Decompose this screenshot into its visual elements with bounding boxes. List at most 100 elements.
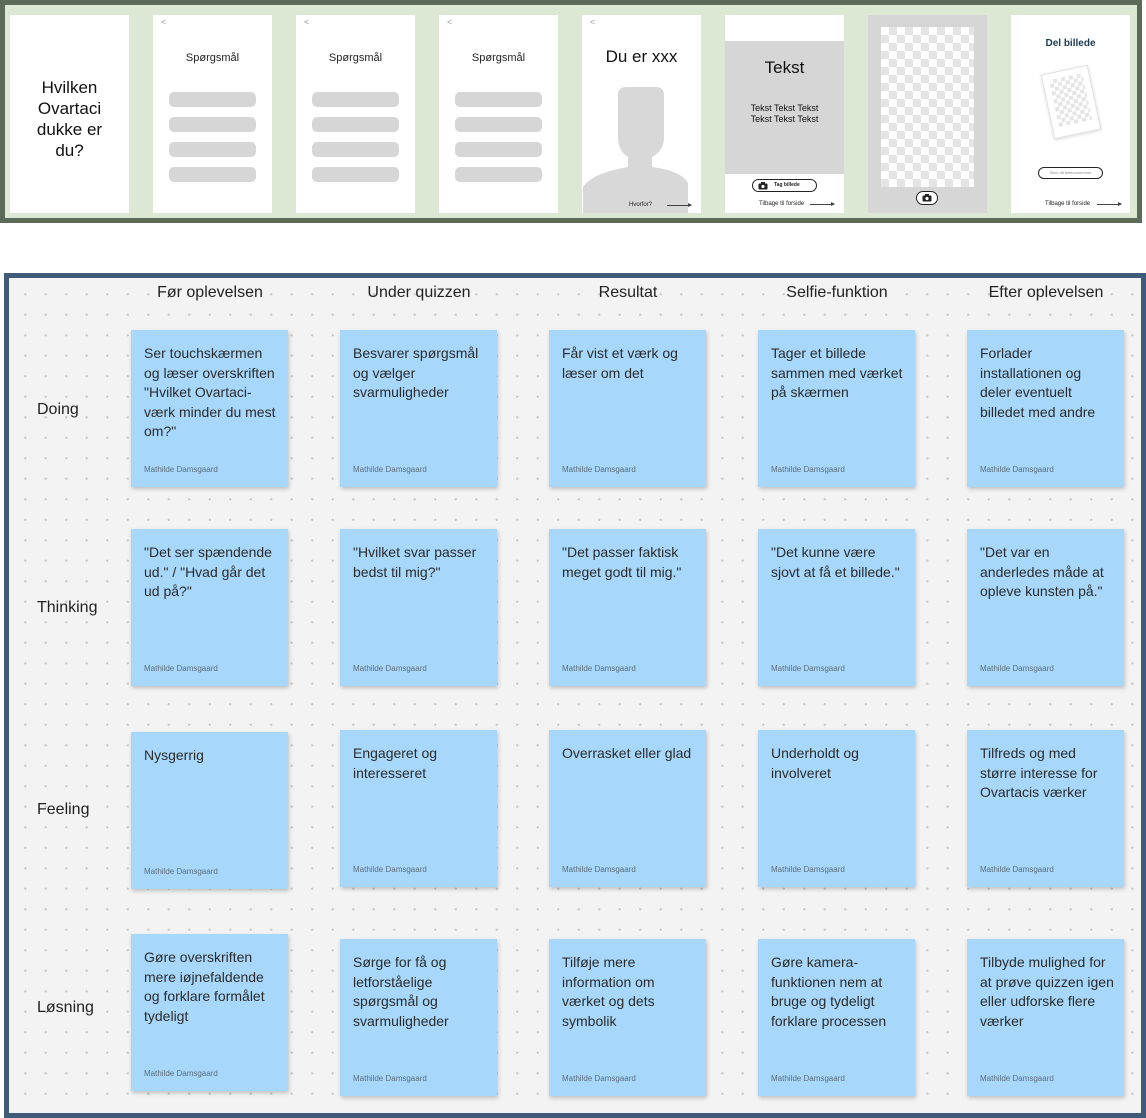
note-text: Nysgerrig bbox=[144, 747, 204, 763]
back-icon[interactable]: < bbox=[161, 17, 167, 27]
sticky-note[interactable]: Sørge for få og letforståelige spørgsmål… bbox=[340, 939, 497, 1096]
answer-option[interactable] bbox=[169, 167, 256, 182]
phone-number-input[interactable]: Skriv dit telefonnummer bbox=[1038, 167, 1103, 179]
take-photo-button[interactable]: Tag billede bbox=[752, 179, 817, 192]
note-text: Tilbyde mulighed for at prøve quizzen ig… bbox=[980, 954, 1114, 1029]
intro-title: Hvilken Ovartaci dukke er du? bbox=[36, 78, 103, 160]
arrow-right-icon bbox=[667, 203, 692, 207]
sticky-note[interactable]: Gøre kamera-funktionen nem at bruge og t… bbox=[758, 939, 915, 1096]
stage-header: Under quizzen bbox=[367, 284, 471, 301]
answer-option[interactable] bbox=[169, 92, 256, 107]
question-title: Spørgsmål bbox=[328, 52, 383, 64]
note-author: Mathilde Damsgaard bbox=[771, 1074, 845, 1083]
sticky-note[interactable]: "Det ser spændende ud." / "Hvad går det … bbox=[131, 529, 288, 686]
back-icon[interactable]: < bbox=[590, 17, 596, 27]
sticky-note[interactable]: Tilføje mere information om værket og de… bbox=[549, 939, 706, 1096]
stage-header: Efter oplevelsen bbox=[988, 284, 1104, 301]
note-text: Forlader installationen og deler eventue… bbox=[980, 345, 1096, 420]
back-icon[interactable]: < bbox=[447, 17, 453, 27]
note-text: Får vist et værk og læser om det bbox=[562, 345, 678, 381]
text-panel bbox=[725, 41, 844, 174]
why-label[interactable]: Hvorfor? bbox=[629, 202, 653, 208]
sticky-note[interactable]: Ser touchskærmen og læser overskriften "… bbox=[131, 330, 288, 487]
note-author: Mathilde Damsgaard bbox=[562, 865, 636, 874]
person-silhouette-icon bbox=[583, 87, 688, 213]
note-author: Mathilde Damsgaard bbox=[771, 664, 845, 673]
sticky-note[interactable]: "Det var en anderledes måde at opleve ku… bbox=[967, 529, 1124, 686]
take-photo-label: Tag billede bbox=[774, 182, 800, 188]
answer-option[interactable] bbox=[455, 117, 542, 132]
sticky-note[interactable]: Forlader installationen og deler eventue… bbox=[967, 330, 1124, 487]
row-label: Feeling bbox=[37, 801, 90, 818]
shutter-button[interactable] bbox=[916, 191, 938, 205]
sticky-note[interactable]: Tilfreds og med større interesse for Ova… bbox=[967, 730, 1124, 887]
wireframe-question-3: < Spørgsmål bbox=[439, 15, 558, 213]
camera-icon bbox=[758, 182, 768, 190]
question-title: Spørgsmål bbox=[471, 52, 526, 64]
back-home-label[interactable]: Tilbage til forside bbox=[1045, 201, 1091, 207]
note-author: Mathilde Damsgaard bbox=[144, 465, 218, 474]
answer-option[interactable] bbox=[455, 167, 542, 182]
note-text: Sørge for få og letforståelige spørgsmål… bbox=[353, 954, 449, 1029]
answer-option[interactable] bbox=[169, 142, 256, 157]
note-author: Mathilde Damsgaard bbox=[562, 465, 636, 474]
note-author: Mathilde Damsgaard bbox=[771, 465, 845, 474]
wireframe-result: < Du er xxx Hvorfor? bbox=[582, 15, 701, 213]
wireframe-share: Del billede Skriv dit telefonnummer Tilb… bbox=[1011, 15, 1130, 213]
note-text: "Det ser spændende ud." / "Hvad går det … bbox=[144, 544, 272, 600]
note-text: "Det passer faktisk meget godt til mig." bbox=[562, 544, 682, 580]
note-text: "Det kunne være sjovt at få et billede." bbox=[771, 544, 900, 580]
stage-header: Resultat bbox=[598, 284, 658, 301]
note-text: "Det var en anderledes måde at opleve ku… bbox=[980, 544, 1104, 600]
note-author: Mathilde Damsgaard bbox=[980, 1074, 1054, 1083]
answer-option[interactable] bbox=[312, 92, 399, 107]
sticky-note[interactable]: Besvarer spørgsmål og vælger svarmulighe… bbox=[340, 330, 497, 487]
camera-preview bbox=[881, 27, 974, 187]
note-text: Ser touchskærmen og læser overskriften "… bbox=[144, 345, 276, 440]
camera-icon bbox=[922, 194, 932, 202]
note-text: Tilfreds og med større interesse for Ova… bbox=[980, 745, 1098, 801]
back-home-label[interactable]: Tilbage til forside bbox=[759, 201, 805, 207]
sticky-note[interactable]: "Hvilket svar passer bedst til mig?"Math… bbox=[340, 529, 497, 686]
result-title: Du er xxx bbox=[605, 47, 678, 66]
question-title: Spørgsmål bbox=[185, 52, 240, 64]
stage-header: Selfie-funktion bbox=[786, 284, 888, 301]
text-body: Tekst Tekst Tekst Tekst Tekst Tekst bbox=[750, 103, 819, 124]
wireframe-question-1: < Spørgsmål bbox=[153, 15, 272, 213]
row-label: Løsning bbox=[37, 999, 94, 1016]
arrow-right-icon bbox=[810, 202, 835, 206]
note-author: Mathilde Damsgaard bbox=[980, 664, 1054, 673]
note-text: Tager et billede sammen med værket på sk… bbox=[771, 345, 903, 401]
arrow-right-icon bbox=[1097, 202, 1122, 206]
answer-option[interactable] bbox=[312, 117, 399, 132]
note-text: Gøre kamera-funktionen nem at bruge og t… bbox=[771, 954, 887, 1029]
note-text: Underholdt og involveret bbox=[771, 745, 859, 781]
answer-option[interactable] bbox=[312, 142, 399, 157]
sticky-note[interactable]: "Det kunne være sjovt at få et billede."… bbox=[758, 529, 915, 686]
row-label: Doing bbox=[37, 401, 79, 418]
wireframe-text: Tekst Tekst Tekst Tekst Tekst Tekst Teks… bbox=[725, 15, 844, 213]
answer-option[interactable] bbox=[169, 117, 256, 132]
note-author: Mathilde Damsgaard bbox=[980, 865, 1054, 874]
note-text: Overrasket eller glad bbox=[562, 745, 692, 761]
note-author: Mathilde Damsgaard bbox=[144, 1069, 218, 1078]
row-label: Thinking bbox=[37, 599, 98, 616]
back-icon[interactable]: < bbox=[304, 17, 310, 27]
sticky-note[interactable]: Tilbyde mulighed for at prøve quizzen ig… bbox=[967, 939, 1124, 1096]
note-text: "Hvilket svar passer bedst til mig?" bbox=[353, 544, 477, 580]
share-title: Del billede bbox=[1045, 38, 1096, 49]
sticky-note[interactable]: "Det passer faktisk meget godt til mig."… bbox=[549, 529, 706, 686]
note-author: Mathilde Damsgaard bbox=[771, 865, 845, 874]
sticky-note[interactable]: Gøre overskriften mere iøjnefaldende og … bbox=[131, 934, 288, 1091]
note-text: Tilføje mere information om værket og de… bbox=[562, 954, 655, 1029]
text-title: Tekst bbox=[764, 58, 805, 77]
answer-option[interactable] bbox=[312, 167, 399, 182]
answer-option[interactable] bbox=[455, 142, 542, 157]
answer-option[interactable] bbox=[455, 92, 542, 107]
sticky-note[interactable]: Tager et billede sammen med værket på sk… bbox=[758, 330, 915, 487]
